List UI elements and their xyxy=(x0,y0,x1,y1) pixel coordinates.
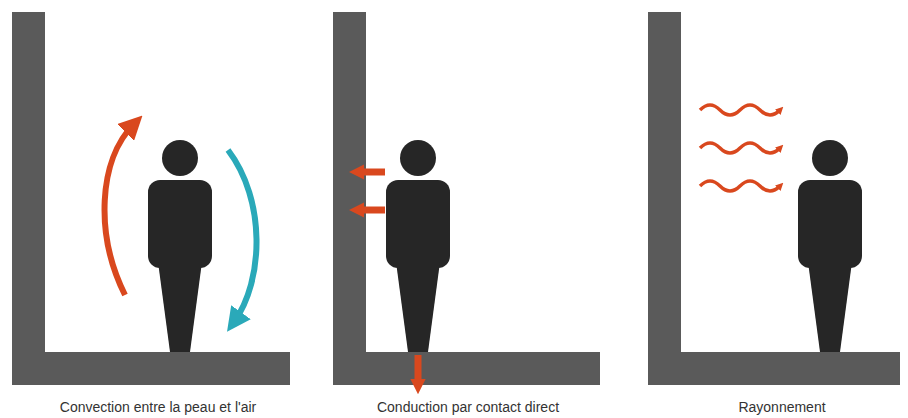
wall xyxy=(12,12,45,385)
person-silhouette xyxy=(148,140,212,352)
wall xyxy=(648,12,681,385)
conduction-panel xyxy=(333,12,600,385)
conduction-arrow xyxy=(415,355,422,385)
wall xyxy=(333,12,366,385)
radiation-waves xyxy=(700,105,780,191)
cool-air-arrow xyxy=(228,150,257,322)
conduction-arrow xyxy=(358,169,385,176)
convection-panel xyxy=(12,12,290,385)
floor xyxy=(12,352,290,385)
warm-air-arrow xyxy=(105,124,134,295)
person-silhouette xyxy=(386,140,450,352)
panel-caption: Convection entre la peau et l'air xyxy=(60,399,256,415)
panel-caption: Rayonnement xyxy=(738,399,825,415)
panel-caption: Conduction par contact direct xyxy=(377,399,559,415)
person-silhouette xyxy=(798,140,862,352)
conduction-arrow xyxy=(358,207,385,214)
floor xyxy=(648,352,900,385)
floor xyxy=(333,352,600,385)
radiation-panel xyxy=(648,12,900,385)
